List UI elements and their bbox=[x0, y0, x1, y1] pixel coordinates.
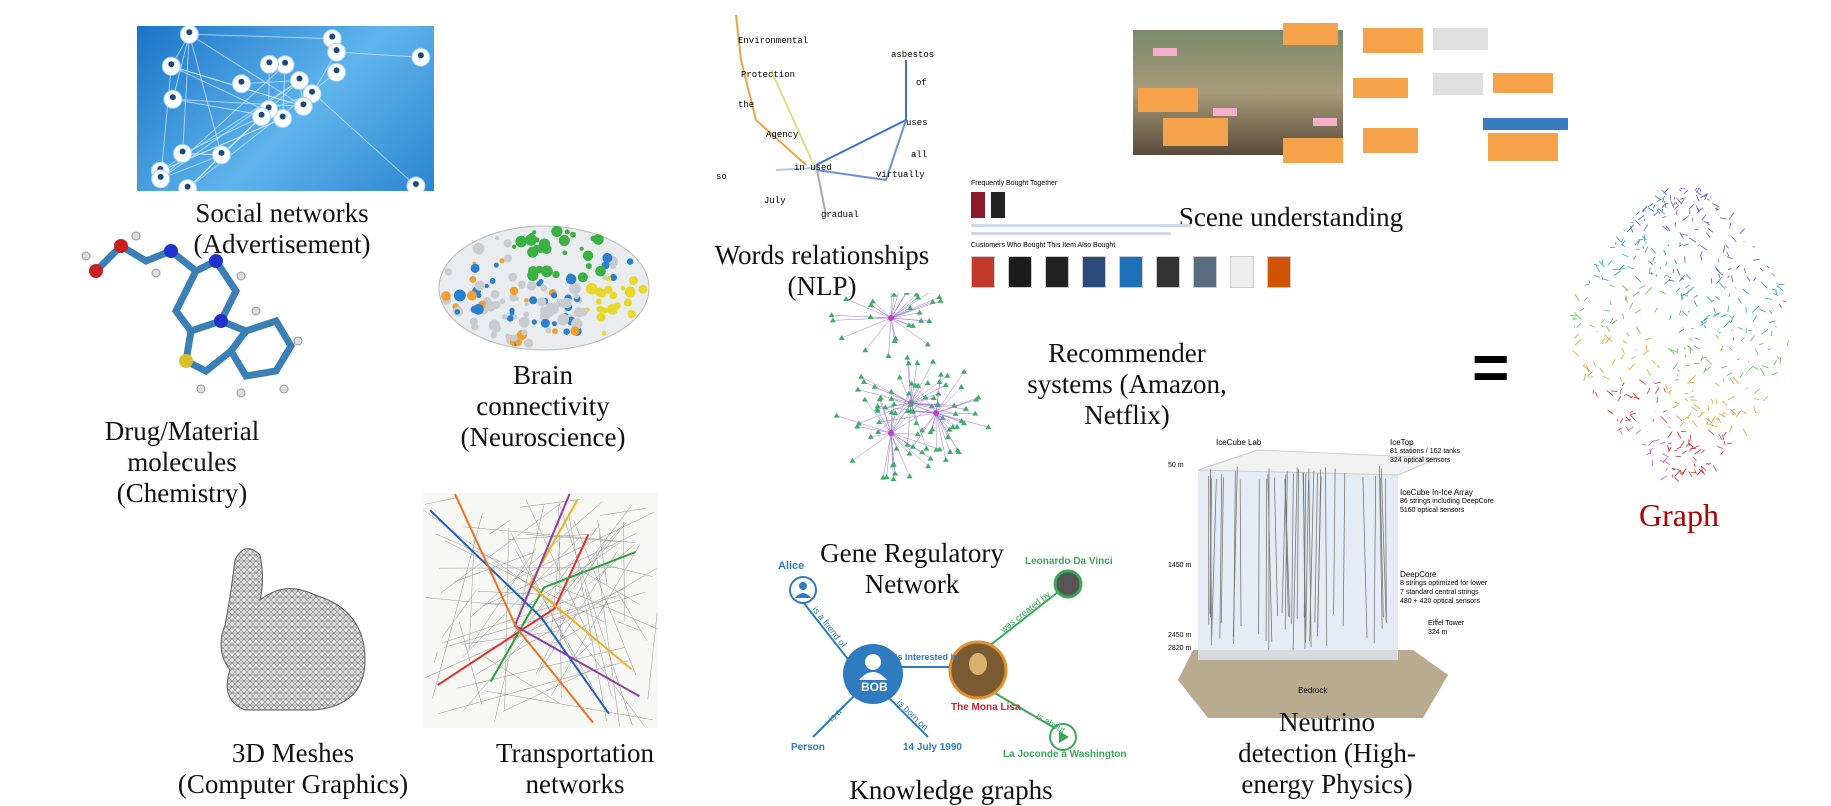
icecube-label: 5160 optical sensors bbox=[1400, 507, 1464, 514]
word-label: July bbox=[764, 196, 786, 206]
depth-label: Bedrock bbox=[1298, 686, 1327, 695]
caption-neutrino: Neutrino detection (High- energy Physics… bbox=[1238, 707, 1416, 800]
icecube-label: 480 + 420 optical sensors bbox=[1400, 598, 1480, 605]
caption-line: Recommender bbox=[1027, 338, 1226, 369]
depth-label: 50 m bbox=[1168, 462, 1184, 469]
knowledge-graph-image: Alice BOB The Mona Lisa Leonardo Da Vinc… bbox=[763, 552, 1143, 757]
caption-line: molecules bbox=[105, 447, 259, 478]
word-label: asbestos bbox=[891, 50, 934, 60]
icecube-label: 324 m bbox=[1428, 629, 1447, 636]
depth-label: 2820 m bbox=[1168, 645, 1191, 652]
book-thumbnail bbox=[1156, 256, 1180, 288]
kg-node-mona-lisa: The Mona Lisa bbox=[951, 702, 1020, 713]
book-thumbnail bbox=[1119, 256, 1143, 288]
caption-line: networks bbox=[496, 769, 654, 800]
kg-node-date: 14 July 1990 bbox=[903, 742, 962, 753]
word-label: so bbox=[716, 172, 727, 182]
caption-graph: Graph bbox=[1639, 500, 1719, 531]
word-label: Environmental bbox=[738, 36, 808, 46]
word-label: of bbox=[916, 78, 927, 88]
caption-line: systems (Amazon, bbox=[1027, 369, 1226, 400]
caption-line: energy Physics) bbox=[1238, 769, 1416, 800]
caption-brain: Brain connectivity (Neuroscience) bbox=[461, 360, 626, 453]
caption-line: 3D Meshes bbox=[178, 738, 408, 769]
brain-image bbox=[434, 218, 654, 358]
caption-line: connectivity bbox=[461, 391, 626, 422]
caption-line: Brain bbox=[461, 360, 626, 391]
panel-heading: Customers Who Bought This Item Also Boug… bbox=[971, 242, 1115, 249]
caption-recommender: Recommender systems (Amazon, Netflix) bbox=[1027, 338, 1226, 431]
social-network-image bbox=[137, 26, 434, 191]
gene-network-image bbox=[816, 293, 1011, 518]
word-graph-image: Environmental Protection the Agency asbe… bbox=[716, 0, 940, 223]
caption-transport: Transportation networks bbox=[496, 738, 654, 800]
book-thumbnail bbox=[1193, 256, 1217, 288]
icecube-label: 324 optical sensors bbox=[1390, 457, 1450, 464]
caption-line: Transportation bbox=[496, 738, 654, 769]
icecube-label: DeepCore bbox=[1400, 570, 1436, 579]
word-label: all bbox=[911, 150, 927, 160]
kg-edge-label: is interested in bbox=[895, 652, 959, 662]
word-label: Protection bbox=[741, 70, 795, 80]
word-label: Agency bbox=[766, 130, 798, 140]
word-label: the bbox=[738, 100, 754, 110]
icecube-label: 7 standard central strings bbox=[1400, 589, 1479, 596]
equals-sign: = bbox=[1472, 330, 1509, 404]
transport-map-image bbox=[423, 493, 658, 728]
icecube-label: Eiffel Tower bbox=[1428, 620, 1464, 627]
book-thumbnail bbox=[1008, 256, 1032, 288]
panel-heading: Frequently Bought Together bbox=[971, 180, 1057, 187]
depth-label: 1450 m bbox=[1168, 562, 1191, 569]
book-thumbnail bbox=[1267, 256, 1291, 288]
kg-node-person: Person bbox=[791, 742, 825, 753]
caption-line: Drug/Material bbox=[105, 416, 259, 447]
icecube-label: 86 strings including DeepCore bbox=[1400, 498, 1494, 505]
recommender-image: Frequently Bought Together Customers Who… bbox=[963, 178, 1315, 313]
icecube-label: 8 strings optimized for lower bbox=[1400, 580, 1487, 587]
icecube-label: IceCube Lab bbox=[1216, 438, 1261, 447]
caption-line: (Computer Graphics) bbox=[178, 769, 408, 800]
caption-line: Words relationships bbox=[715, 240, 930, 271]
word-label: in used bbox=[794, 163, 832, 173]
caption-line: detection (High- bbox=[1238, 738, 1416, 769]
caption-line: Knowledge graphs bbox=[849, 775, 1052, 806]
book-thumbnail bbox=[1082, 256, 1106, 288]
icecube-label: 81 stations / 162 tanks bbox=[1390, 448, 1460, 455]
book-thumbnail bbox=[1230, 256, 1254, 288]
caption-meshes: 3D Meshes (Computer Graphics) bbox=[178, 738, 408, 800]
icecube-label: IceTop bbox=[1390, 438, 1414, 447]
word-label: gradual bbox=[821, 210, 859, 220]
scene-image bbox=[1133, 18, 1573, 170]
caption-line: (Neuroscience) bbox=[461, 422, 626, 453]
caption-line: Netflix) bbox=[1027, 400, 1226, 431]
icecube-image: IceCube Lab IceTop 81 stations / 162 tan… bbox=[1168, 440, 1483, 720]
bunny-mesh-image bbox=[205, 540, 377, 716]
word-label: uses bbox=[906, 118, 928, 128]
depth-label: 2450 m bbox=[1168, 632, 1191, 639]
kg-node-leonardo: Leonardo Da Vinci bbox=[1025, 556, 1113, 567]
icecube-label: IceCube In-Ice Array bbox=[1400, 488, 1473, 497]
kg-node-alice: Alice bbox=[778, 560, 804, 572]
caption-chemistry: Drug/Material molecules (Chemistry) bbox=[105, 416, 259, 509]
graph-image bbox=[1567, 188, 1797, 483]
word-label: virtually bbox=[876, 170, 925, 180]
kg-node-bob: BOB bbox=[861, 680, 888, 694]
book-thumbnail bbox=[1045, 256, 1069, 288]
molecule-image bbox=[76, 211, 306, 401]
book-thumbnail bbox=[971, 256, 995, 288]
caption-knowledge: Knowledge graphs bbox=[849, 775, 1052, 806]
kg-node-joconde: La Joconde à Washington bbox=[1003, 749, 1127, 760]
caption-line: (Chemistry) bbox=[105, 478, 259, 509]
caption-line: Neutrino bbox=[1238, 707, 1416, 738]
